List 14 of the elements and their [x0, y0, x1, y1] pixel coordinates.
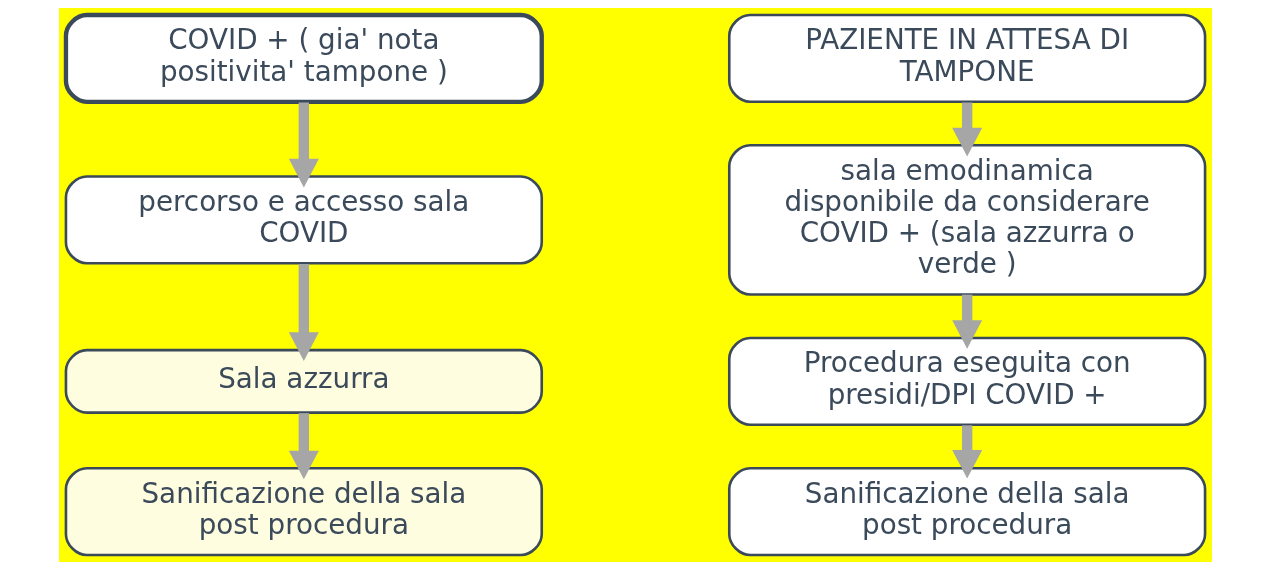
arrow	[951, 425, 982, 479]
node-box: Procedura eseguita con presidi/DPI COVID +	[727, 336, 1206, 427]
arrow	[951, 294, 982, 349]
node-box: COVID + ( gia' nota positivita' tampone )	[63, 12, 544, 104]
arrow	[288, 263, 319, 361]
node-box: Sanificazione della sala post procedura	[64, 466, 543, 557]
arrow	[288, 102, 319, 188]
node-box: Sala azzurra	[64, 348, 543, 414]
arrow	[288, 413, 319, 480]
node-box: PAZIENTE IN ATTESA DI TAMPONE	[727, 13, 1206, 104]
arrow	[951, 102, 982, 157]
node-box: percorso e accesso sala COVID	[64, 175, 543, 265]
node-box: Sanificazione della sala post procedura	[727, 466, 1206, 557]
node-box: sala emodinamica disponibile da considerare COVID + (sala azzurra o verde )	[727, 143, 1206, 296]
